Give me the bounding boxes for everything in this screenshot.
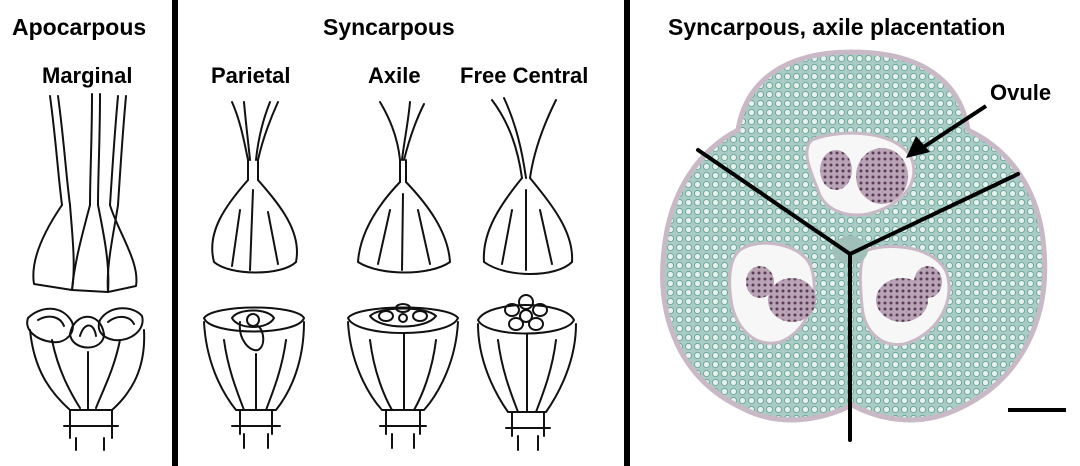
ovule-right: [876, 278, 928, 322]
ovary-cross-section: [660, 49, 1048, 423]
label-free-central: Free Central: [460, 63, 589, 88]
label-parietal: Parietal: [211, 63, 291, 88]
syncarpous-parietal-flower: [203, 101, 305, 449]
syncarpous-axile-flower: [347, 101, 459, 449]
ovule-top: [856, 148, 908, 204]
label-marginal: Marginal: [42, 63, 133, 88]
title-syncarpous: Syncarpous: [323, 14, 455, 40]
ovule-left: [768, 278, 816, 322]
title-axile-section: Syncarpous, axile placentation: [668, 14, 1006, 40]
apocarpous-marginal-flower: [26, 93, 146, 451]
divider-left: [172, 0, 178, 466]
free-central-placenta: [504, 294, 548, 331]
syncarpous-free-central-flower: [477, 97, 577, 451]
divider-right: [624, 0, 630, 466]
title-apocarpous: Apocarpous: [12, 14, 147, 40]
label-axile: Axile: [368, 63, 421, 88]
septum-lines: [696, 148, 1020, 442]
ovule-arrow: [906, 104, 988, 158]
label-ovule: Ovule: [990, 80, 1052, 105]
